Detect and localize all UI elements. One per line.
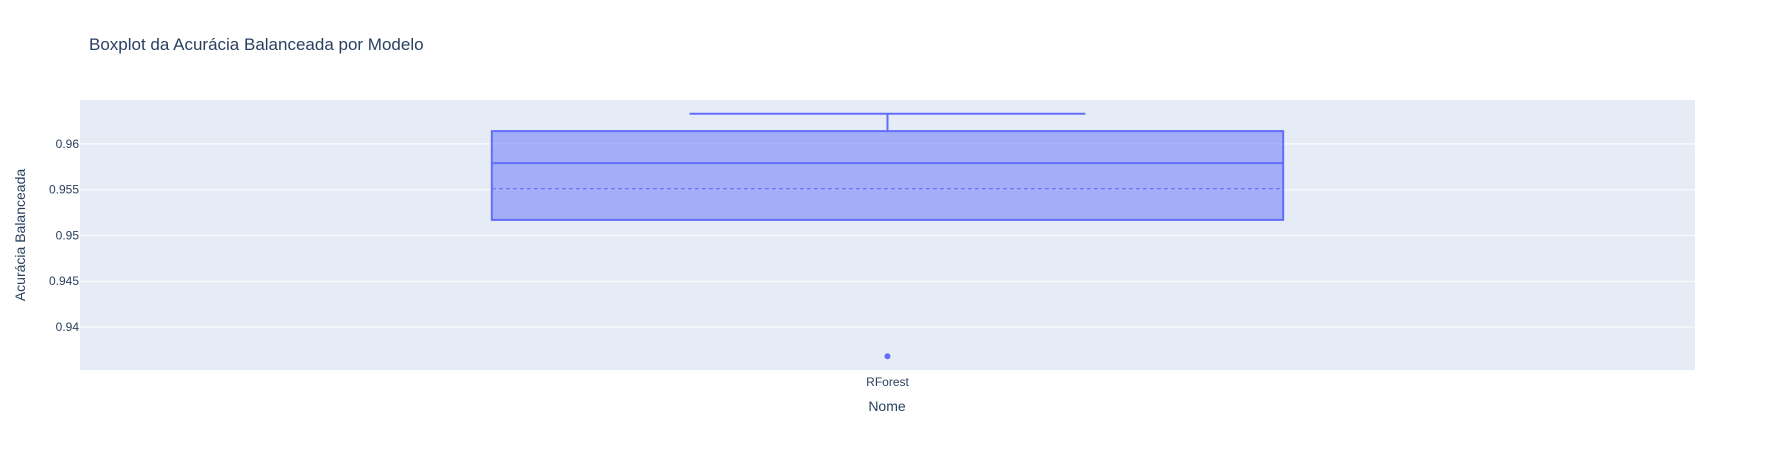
grid-lines (80, 143, 1695, 328)
box-body (490, 130, 1285, 221)
y-tick-labels: 0.94 0.945 0.95 0.955 0.96 (49, 137, 79, 334)
box-traces (490, 112, 1285, 360)
chart-title: Boxplot da Acurácia Balanceada por Model… (89, 35, 424, 54)
outlier-point (884, 353, 891, 360)
x-tick-label: RForest (866, 375, 909, 389)
y-tick-label: 0.94 (56, 320, 80, 334)
y-tick-label: 0.95 (56, 228, 80, 242)
x-tick-labels: RForest (866, 375, 909, 389)
x-axis-title: Nome (868, 398, 906, 414)
y-tick-label: 0.955 (49, 183, 79, 197)
y-tick-label: 0.945 (49, 274, 79, 288)
y-axis-title: Acurácia Balanceada (12, 169, 28, 302)
y-tick-label: 0.96 (56, 137, 80, 151)
